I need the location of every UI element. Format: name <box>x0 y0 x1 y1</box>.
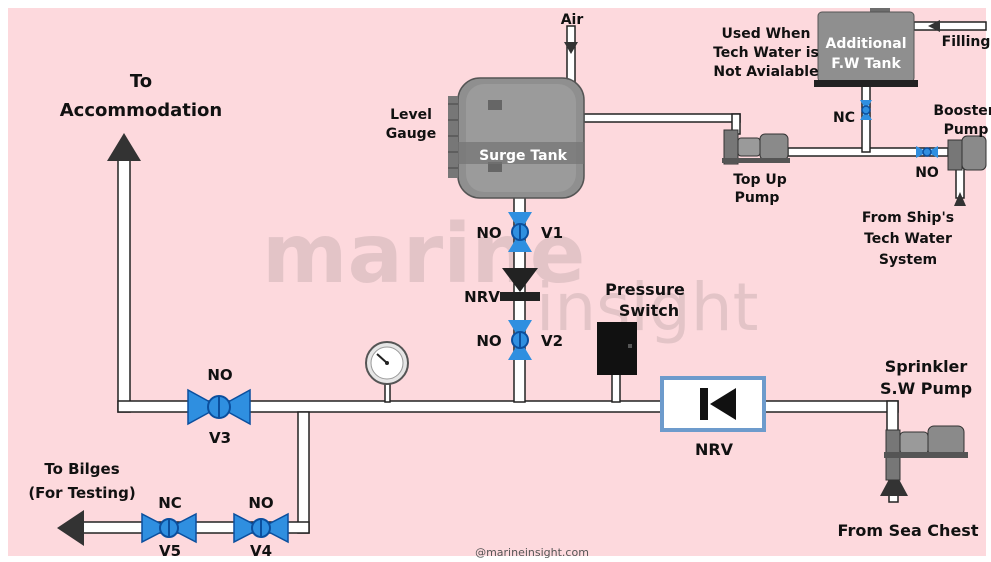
credit-text: @marineinsight.com <box>475 546 589 559</box>
arrow-to-bilges <box>57 510 84 546</box>
v4-state-label: NO <box>248 494 273 512</box>
from-sea-chest-label: From Sea Chest <box>838 521 979 540</box>
svg-text:insight: insight <box>536 269 759 346</box>
pipe-filling <box>913 21 987 31</box>
top-up-pump-label-1: Top Up <box>733 172 787 188</box>
booster-pump-label-2: Pump <box>944 122 989 138</box>
additional-tank-label-1: Additional <box>826 36 907 52</box>
surge-tank <box>448 77 585 199</box>
sprinkler-sw-pump-icon <box>884 425 968 481</box>
v5-state-label: NC <box>158 494 182 512</box>
pressure-switch-label-2: Switch <box>619 301 679 320</box>
v3-label: V3 <box>209 429 231 447</box>
nrv-main-label: NRV <box>695 440 734 459</box>
top-up-pump-icon <box>722 129 790 165</box>
booster-pump-label-1: Booster <box>933 103 991 119</box>
to-accommodation-line-1: To <box>130 71 152 92</box>
valve-nc-additional-tank[interactable] <box>860 100 872 120</box>
v1-state-label: NO <box>476 224 501 242</box>
pipe-top-up-line <box>583 113 741 123</box>
pipe-bilge-drop <box>297 411 310 534</box>
valve-v4[interactable] <box>233 512 289 544</box>
from-ship-line-2: Tech Water <box>864 231 952 247</box>
top-up-pump-label-2: Pump <box>735 190 780 206</box>
nrv-main-check-valve[interactable] <box>660 376 766 432</box>
valve-v5[interactable] <box>141 512 197 544</box>
level-gauge-label-2: Gauge <box>386 126 436 142</box>
v3-state-label: NO <box>207 366 232 384</box>
to-bilges-line-2: (For Testing) <box>28 484 135 502</box>
arrow-filling <box>928 20 940 32</box>
arrow-air <box>564 42 578 54</box>
level-gauge-label-1: Level <box>390 107 432 123</box>
pipe-gauge-stem <box>384 383 391 403</box>
arrow-from-sea-chest <box>880 470 908 496</box>
pressure-gauge-icon <box>365 341 409 385</box>
valve-v2[interactable] <box>508 320 532 360</box>
no-booster-label: NO <box>915 165 939 181</box>
level-gauge-glass <box>448 96 458 178</box>
svg-text:marine: marine <box>262 207 585 302</box>
nrv-upper-check-valve[interactable] <box>500 268 540 301</box>
arrow-to-accommodation <box>107 133 141 161</box>
from-ship-line-1: From Ship's <box>862 210 954 226</box>
pipe-accommodation-riser <box>117 159 131 413</box>
pipe-pressure-switch-stub <box>611 373 621 403</box>
nc-additional-tank-label: NC <box>833 110 855 126</box>
air-label: Air <box>561 12 584 28</box>
sprinkler-pump-label-2: S.W Pump <box>880 379 972 398</box>
filling-label: Filling <box>942 34 991 50</box>
v1-label: V1 <box>541 224 563 242</box>
v2-state-label: NO <box>476 332 501 350</box>
to-accommodation-line-2: Accommodation <box>60 100 223 121</box>
used-when-line-2: Tech Water is <box>713 45 819 61</box>
to-bilges-line-1: To Bilges <box>44 460 119 478</box>
valve-v3[interactable] <box>187 388 251 426</box>
v2-label: V2 <box>541 332 563 350</box>
valve-v1[interactable] <box>508 212 532 252</box>
valve-no-booster[interactable] <box>916 146 938 158</box>
arrow-from-ship-tech-water <box>954 192 966 206</box>
pressure-switch <box>597 322 637 375</box>
used-when-line-3: Not Avialable <box>713 64 818 80</box>
additional-fw-tank <box>814 8 918 87</box>
additional-tank-label-2: F.W Tank <box>831 56 901 72</box>
v4-label: V4 <box>250 542 272 560</box>
sprinkler-pump-label-1: Sprinkler <box>885 357 968 376</box>
pipe-sprinkler-pump-outlet <box>886 400 899 432</box>
v5-label: V5 <box>159 542 181 560</box>
nrv-upper-label: NRV <box>464 288 500 306</box>
used-when-line-1: Used When <box>722 26 811 42</box>
surge-tank-label: Surge Tank <box>479 148 568 164</box>
pipe-to-sprinkler-pump <box>763 400 899 413</box>
watermark-logo: marine insight <box>262 207 759 346</box>
from-ship-line-3: System <box>879 252 937 268</box>
booster-pump-icon <box>947 135 987 171</box>
pressure-switch-label-1: Pressure <box>605 280 685 299</box>
